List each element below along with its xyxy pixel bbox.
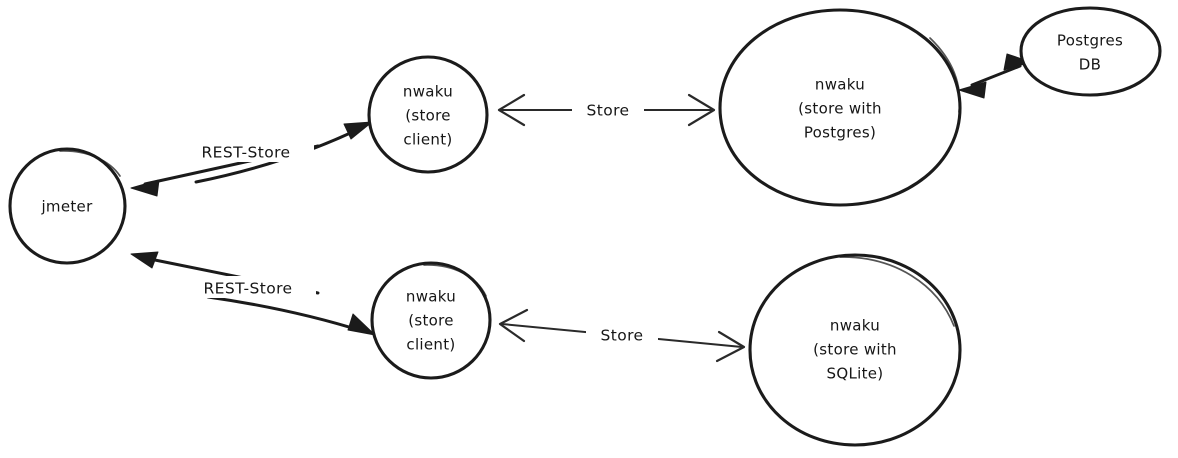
- node-nwaku-postgres-line3: Postgres): [804, 124, 876, 142]
- node-nwaku-postgres-sketch-overstroke: [929, 37, 961, 113]
- edge-label-bg-rest-store-bottom: [180, 276, 316, 298]
- node-store-client-bottom-line3: client): [406, 336, 455, 354]
- node-nwaku-sqlite-line1: nwaku: [830, 317, 880, 335]
- node-store-client-bottom-line1: nwaku: [406, 288, 456, 306]
- node-nwaku-sqlite-circle: [748, 253, 962, 447]
- node-store-client-top[interactable]: nwaku (store client): [367, 55, 489, 174]
- edge-label-bg-rest-store-top: [178, 140, 314, 162]
- node-store-client-bottom-line2: (store: [408, 312, 454, 330]
- node-postgres-db[interactable]: Postgres DB: [1019, 6, 1162, 97]
- node-nwaku-postgres[interactable]: nwaku (store with Postgres): [718, 8, 962, 207]
- edge-label-bg-store-bottom: [586, 324, 658, 346]
- edge-line-to-store-client-bottom: [206, 295, 364, 333]
- node-nwaku-postgres-ellipse: [718, 8, 962, 207]
- arrowhead-store-top-left: [497, 93, 526, 127]
- node-jmeter-circle: [8, 147, 127, 265]
- arrowhead-store-bottom-left: [498, 308, 529, 343]
- edge-nwaku-postgres-to-postgres-db[interactable]: [958, 53, 1032, 99]
- edge-label-bg-store-top: [572, 99, 644, 121]
- arrowhead-store-bottom-right: [715, 330, 746, 363]
- node-store-client-bottom[interactable]: nwaku (store client): [370, 261, 492, 380]
- node-store-client-bottom-circle: [370, 261, 492, 380]
- node-jmeter[interactable]: jmeter: [8, 147, 127, 265]
- node-postgres-db-ellipse: [1019, 6, 1162, 97]
- edge-label-rest-store-bottom: REST-Store: [203, 280, 292, 298]
- edge-line-postgres-db: [970, 64, 1022, 87]
- node-store-client-top-line1: nwaku: [403, 83, 453, 101]
- node-nwaku-sqlite[interactable]: nwaku (store with SQLite): [748, 253, 962, 447]
- arrowhead-to-store-client-top: [343, 121, 373, 140]
- node-nwaku-sqlite-sketch-overstroke: [839, 256, 955, 327]
- node-store-client-top-circle: [367, 55, 489, 174]
- node-jmeter-sketch-overstroke: [59, 150, 121, 177]
- node-store-client-top-line3: client): [403, 131, 452, 149]
- node-store-client-bottom-sketch-overstroke: [423, 264, 487, 297]
- edge-store-client-top-to-nwaku-postgres[interactable]: Store: [497, 93, 716, 127]
- node-jmeter-label: jmeter: [40, 198, 93, 216]
- node-nwaku-sqlite-line3: SQLite): [827, 365, 884, 383]
- node-store-client-top-line2: (store: [405, 107, 451, 125]
- node-postgres-db-line1: Postgres: [1057, 32, 1123, 50]
- edge-label-store-top: Store: [587, 102, 630, 120]
- edge-label-rest-store-top: REST-Store: [201, 144, 290, 162]
- arrowhead-store-top-right: [687, 93, 716, 127]
- edge-store-client-bottom-to-nwaku-sqlite[interactable]: Store: [498, 308, 746, 363]
- node-nwaku-postgres-line2: (store with: [798, 100, 882, 118]
- node-nwaku-postgres-line1: nwaku: [815, 76, 865, 94]
- arrowhead-to-jmeter-bottom: [130, 251, 159, 269]
- arrowhead-to-nwaku-postgres: [958, 81, 987, 99]
- edge-jmeter-to-store-client-top[interactable]: REST-Store: [130, 121, 373, 197]
- arrowhead-to-store-client-bottom: [347, 313, 376, 336]
- node-nwaku-sqlite-line2: (store with: [813, 341, 897, 359]
- node-postgres-db-line2: DB: [1079, 56, 1101, 74]
- arrowhead-to-jmeter-top: [130, 179, 160, 197]
- edge-jmeter-to-store-client-bottom[interactable]: REST-Store: [130, 251, 376, 336]
- arrowhead-to-postgres-db: [1003, 53, 1032, 71]
- edge-label-store-bottom: Store: [601, 327, 644, 345]
